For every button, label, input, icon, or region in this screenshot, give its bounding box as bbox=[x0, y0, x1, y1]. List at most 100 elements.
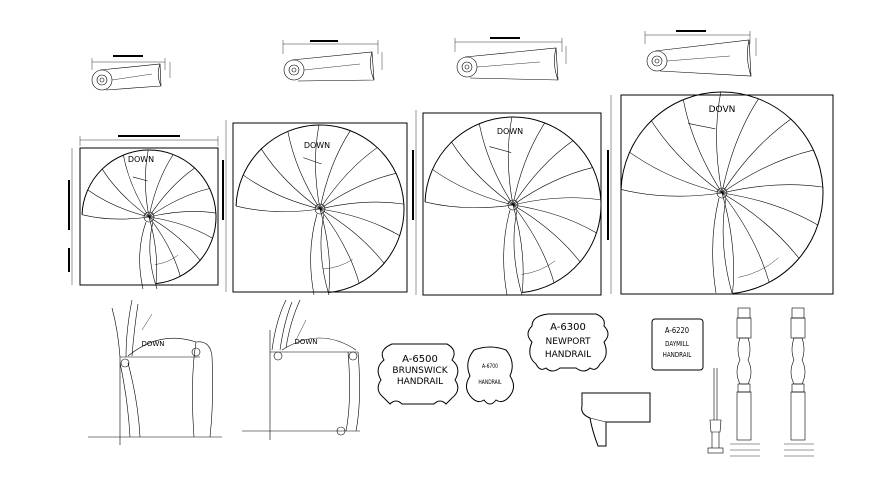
plan-3-spiral-tread bbox=[512, 140, 574, 206]
plan-1-spiral-walk-line bbox=[154, 255, 179, 265]
plan-1-spiral-tread bbox=[145, 149, 150, 218]
plan-2-spiral-tread bbox=[319, 172, 397, 210]
plan-3-spiral-tread bbox=[512, 122, 546, 206]
plan-2-spiral-tread bbox=[315, 124, 321, 210]
plan-3-spiral-center-pole bbox=[507, 199, 519, 211]
baluster bbox=[707, 368, 724, 454]
profile-6220-line-2: DAYMILL bbox=[665, 340, 689, 348]
plan-2-spiral-tread bbox=[319, 208, 360, 284]
elevation-1-down-label: DOWN bbox=[141, 340, 164, 348]
plan-4-spiral-tread bbox=[620, 189, 723, 197]
plan-2-spiral-tread bbox=[319, 208, 385, 264]
plan-2-spiral-rail-inner bbox=[310, 213, 318, 296]
profile-6220: A-6220 DAYMILL HANDRAIL bbox=[651, 318, 704, 371]
plan-2-spiral-tread bbox=[242, 174, 321, 210]
plan-1-spiral-rail-inner bbox=[139, 221, 147, 290]
plan-3-spiral-tread bbox=[512, 167, 593, 206]
plan-2-spiral-rail-outer bbox=[320, 213, 330, 296]
profile-6500-line-2: BRUNSWICK bbox=[392, 366, 448, 376]
plan-3-spiral-tread bbox=[512, 197, 601, 206]
plan-2-spiral-tread bbox=[319, 201, 404, 210]
plan-3-spiral-direction-arrow bbox=[489, 146, 512, 153]
profile-6300-line-3: HANDRAIL bbox=[545, 350, 591, 360]
plan-1-spiral-center-pole bbox=[143, 211, 155, 223]
profile-6220-line-3: HANDRAIL bbox=[663, 351, 692, 359]
tread-details bbox=[91, 30, 757, 91]
plan-1-spiral-tread bbox=[148, 188, 210, 218]
plan-4-spiral-rail-inner bbox=[712, 197, 720, 294]
plan-3-spiral-tread bbox=[512, 204, 597, 234]
profile-6300: A-6300 NEWPORT HANDRAIL bbox=[527, 313, 609, 372]
plan-4-outline bbox=[620, 94, 834, 295]
plan-4-spiral-center-pole bbox=[716, 187, 728, 199]
tread-detail-3 bbox=[454, 37, 567, 81]
plan-2-spiral-tread bbox=[319, 147, 378, 210]
plan-2-spiral bbox=[235, 124, 405, 296]
profile-6220-line-1: A-6220 bbox=[665, 325, 689, 335]
plan-3-down-label: DOWN bbox=[497, 127, 523, 136]
plan-4-spiral-tread bbox=[716, 91, 723, 194]
plan-4-spiral-direction-arrow bbox=[688, 123, 716, 130]
profile-6700-line-2: HANDRAIL bbox=[478, 379, 501, 386]
plan-1-spiral-rail-outer bbox=[149, 221, 158, 290]
profile-6500-line-1: A-6500 bbox=[402, 354, 438, 365]
plan-4-spiral-tread bbox=[721, 192, 770, 283]
tread-detail-1 bbox=[91, 55, 171, 91]
profile-6300-line-1: A-6300 bbox=[550, 322, 586, 333]
plan-1-spiral-tread bbox=[81, 214, 150, 220]
plan-2-down-label: DOWN bbox=[304, 141, 330, 150]
plan-2-spiral-tread bbox=[235, 205, 321, 212]
profile-6500: A-6500 BRUNSWICK HANDRAIL bbox=[377, 343, 459, 405]
plan-3-spiral-outer-arc bbox=[424, 116, 602, 294]
plan-3-spiral-tread bbox=[479, 123, 514, 206]
plan-1: DOWN bbox=[68, 135, 219, 290]
plan-4-down-label: DOVN bbox=[709, 105, 736, 115]
plan-4-spiral-tread bbox=[721, 192, 818, 226]
tread-detail-4 bbox=[644, 30, 757, 77]
elevation-2-down-label: DOWN bbox=[294, 338, 317, 346]
plan-1-spiral-tread bbox=[148, 216, 181, 277]
plan-2-spiral-center-pole bbox=[314, 203, 326, 215]
tread-detail-2 bbox=[282, 40, 383, 82]
plan-2-spiral-tread bbox=[319, 208, 330, 293]
newel-post-1 bbox=[730, 307, 760, 457]
plan-3: DOWN bbox=[412, 110, 602, 296]
plan-4-spiral-rail-outer bbox=[722, 197, 733, 294]
plan-2: DOWN bbox=[222, 120, 408, 296]
plan-2-spiral-tread bbox=[287, 131, 321, 210]
plan-3-spiral-rail-inner bbox=[503, 209, 511, 296]
plan-2-spiral-tread bbox=[261, 148, 321, 210]
plan-2-spiral-tread bbox=[319, 208, 400, 236]
plan-4-spiral-outer-arc bbox=[620, 91, 824, 294]
profile-6700-line-1: A-6700 bbox=[482, 363, 499, 370]
plan-3-spiral-tread bbox=[507, 116, 514, 206]
plan-3-spiral-tread bbox=[512, 204, 524, 293]
elevation-2: DOWN bbox=[242, 299, 360, 440]
plan-2-spiral-walk-line bbox=[323, 259, 353, 270]
plan-1-spiral-tread bbox=[123, 155, 150, 218]
plan-1-spiral-tread bbox=[148, 216, 158, 284]
plan-1-spiral-tread bbox=[148, 154, 174, 218]
plan-1-spiral-tread bbox=[148, 216, 213, 239]
newel-post-2 bbox=[784, 307, 814, 457]
plan-1-outline bbox=[79, 147, 219, 286]
plan-4-spiral-walk-line bbox=[738, 257, 779, 278]
plan-views: DOWN DOWN DOWN DOVN bbox=[68, 91, 834, 296]
elevation-details: DOWN DOWN bbox=[88, 299, 360, 445]
plan-1-spiral-tread bbox=[148, 167, 195, 218]
plan-4-spiral-tread bbox=[683, 99, 723, 194]
baluster-and-newel-details bbox=[707, 307, 814, 457]
plan-2-spiral-direction-arrow bbox=[303, 157, 322, 165]
plan-4-spiral-tread bbox=[721, 118, 792, 194]
plan-4-spiral bbox=[620, 91, 824, 294]
plan-1-spiral-tread bbox=[101, 168, 150, 218]
plan-2-outline bbox=[232, 122, 408, 293]
plan-1-spiral-tread bbox=[87, 189, 150, 218]
plan-1-spiral-tread bbox=[148, 216, 201, 261]
plan-1-spiral-tread bbox=[148, 211, 216, 218]
plan-3-spiral-tread bbox=[512, 204, 555, 283]
plan-3-spiral-tread bbox=[512, 204, 581, 263]
plan-2-spiral-tread bbox=[319, 130, 351, 210]
